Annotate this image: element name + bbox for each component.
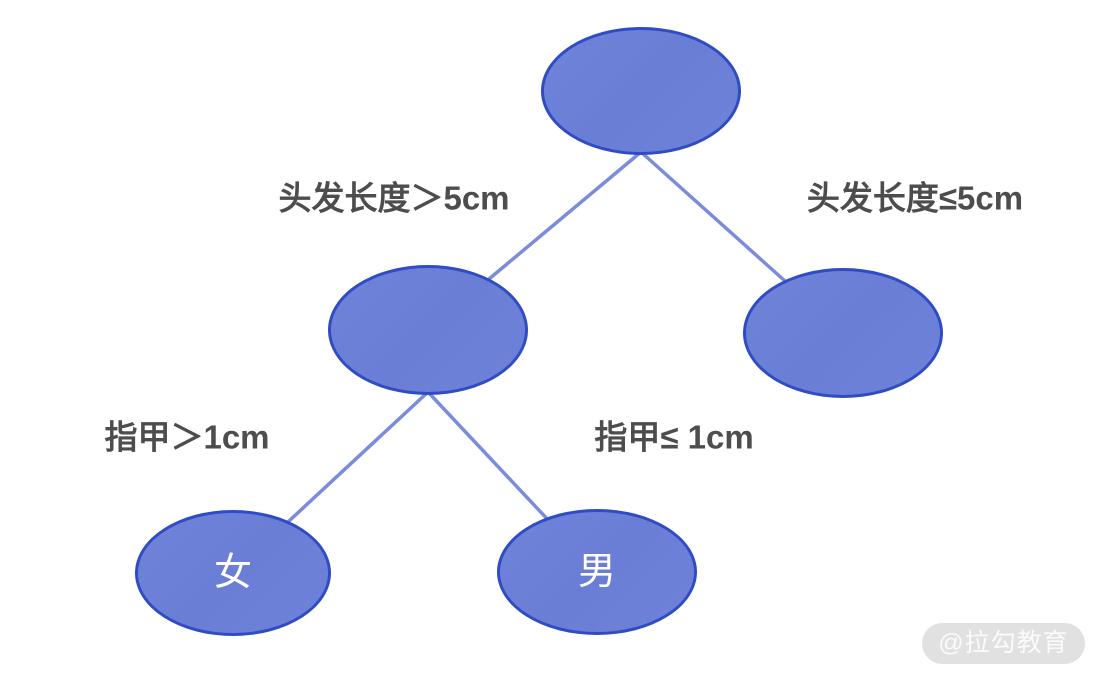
edge-label-hair-long: 头发长度＞5cm <box>278 179 510 217</box>
tree-node-female: 女 <box>135 510 331 636</box>
tree-node-hair-long <box>328 265 528 395</box>
tree-node-hair-short <box>743 268 943 398</box>
watermark-pill: @拉勾教育 <box>922 623 1085 664</box>
tree-node-root <box>541 27 741 155</box>
watermark-text: @拉勾教育 <box>938 629 1069 657</box>
edge-label-nail-long: 指甲＞1cm <box>104 418 270 456</box>
tree-node-male-label: 男 <box>577 551 616 593</box>
edge-label-nail-short: 指甲≤ 1cm <box>594 418 754 456</box>
tree-node-male: 男 <box>497 509 697 635</box>
edge-label-hair-short: 头发长度≤5cm <box>806 179 1024 217</box>
tree-node-female-label: 女 <box>213 552 252 594</box>
